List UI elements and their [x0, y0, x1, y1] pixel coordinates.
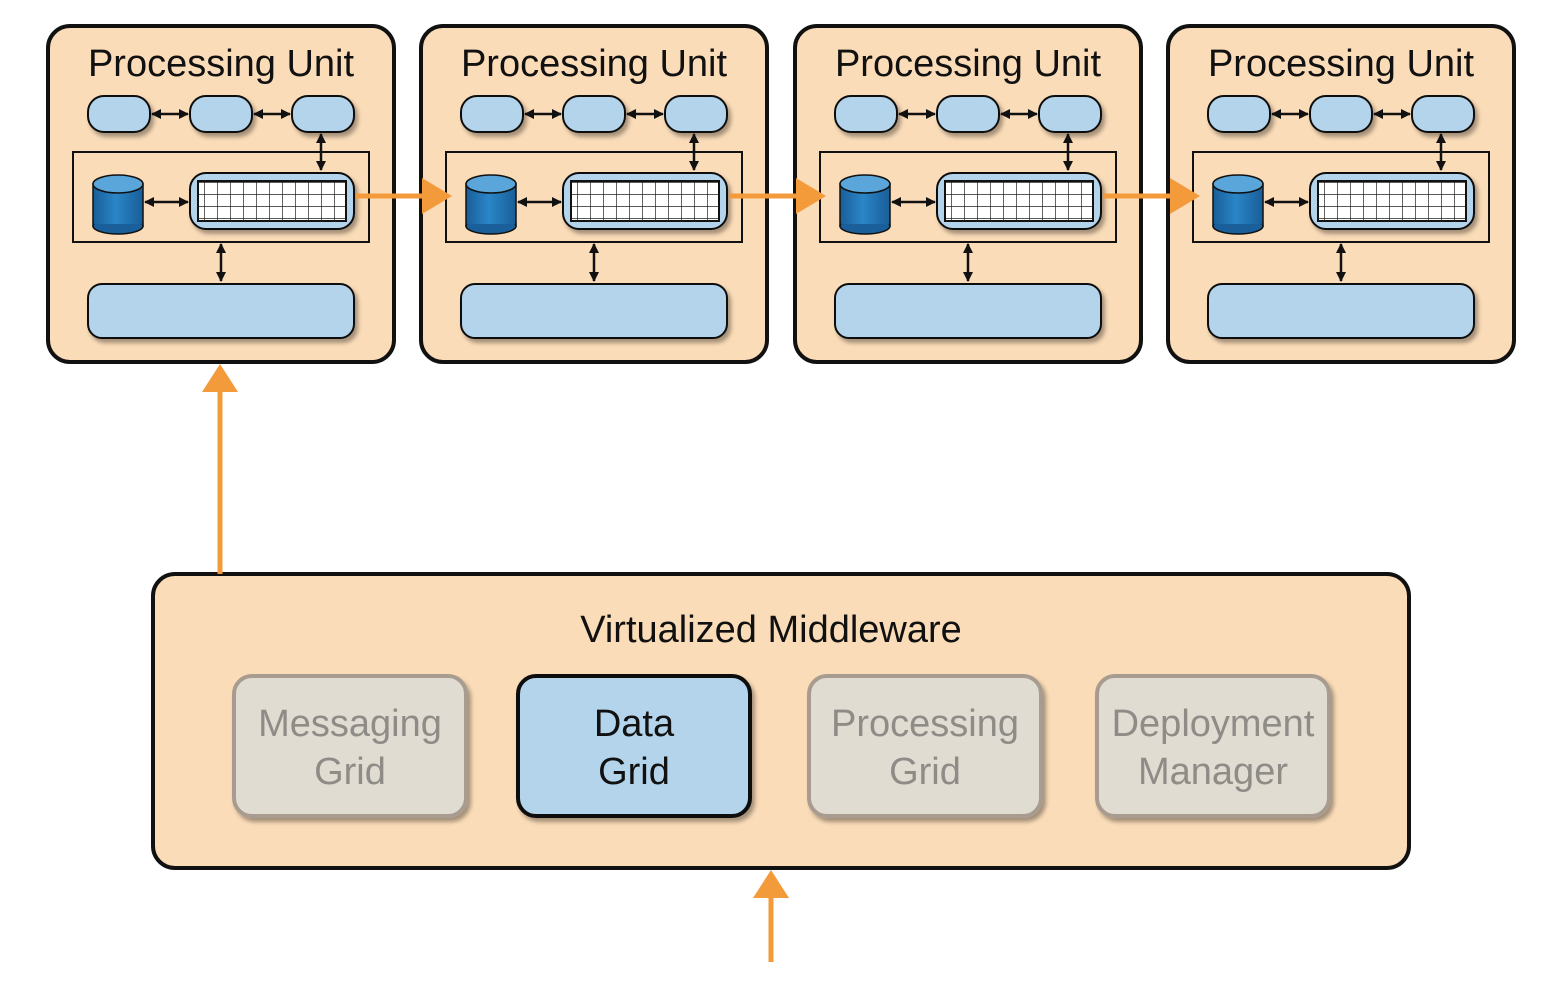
component-data-grid: Data Grid	[516, 674, 752, 818]
database-icon	[839, 174, 891, 235]
service-modules	[1207, 95, 1475, 171]
processing-unit: Processing Unit	[46, 24, 396, 364]
processing-unit: Processing Unit	[793, 24, 1143, 364]
service-modules	[87, 95, 355, 171]
component-label-line2: Grid	[598, 751, 670, 793]
component-label-line2: Grid	[889, 751, 961, 793]
database-icon	[465, 174, 517, 235]
component-label-line1: Deployment	[1112, 703, 1315, 745]
flow-arrowhead	[202, 364, 238, 392]
processing-unit-title: Processing Unit	[88, 43, 355, 85]
flow-arrows	[202, 178, 1200, 962]
service-modules	[460, 95, 728, 171]
component-processing-grid: Processing Grid	[807, 674, 1043, 818]
component-label-line1: Messaging	[258, 703, 442, 745]
processing-unit-title: Processing Unit	[835, 43, 1102, 85]
component-label-line2: Grid	[314, 751, 386, 793]
middleware-title: Virtualized Middleware	[580, 609, 962, 651]
component-deployment-manager: Deployment Manager	[1095, 674, 1331, 818]
processing-unit-title: Processing Unit	[461, 43, 728, 85]
flow-arrowhead	[796, 178, 826, 214]
flow-arrowhead	[422, 178, 452, 214]
component-label-line1: Processing	[831, 703, 1019, 745]
processing-unit-title: Processing Unit	[1208, 43, 1475, 85]
flow-arrowhead	[1170, 178, 1200, 214]
database-icon	[1212, 174, 1264, 235]
component-messaging-grid: Messaging Grid	[232, 674, 468, 818]
processing-unit: Processing Unit	[1166, 24, 1516, 364]
component-label-line2: Manager	[1138, 751, 1288, 793]
component-label-line1: Data	[594, 703, 675, 745]
middleware-box: Virtualized Middleware Messaging Grid Da…	[151, 572, 1411, 870]
database-icon	[92, 174, 144, 235]
service-modules	[834, 95, 1102, 171]
flow-arrowhead	[753, 870, 789, 898]
processing-unit: Processing Unit	[419, 24, 769, 364]
